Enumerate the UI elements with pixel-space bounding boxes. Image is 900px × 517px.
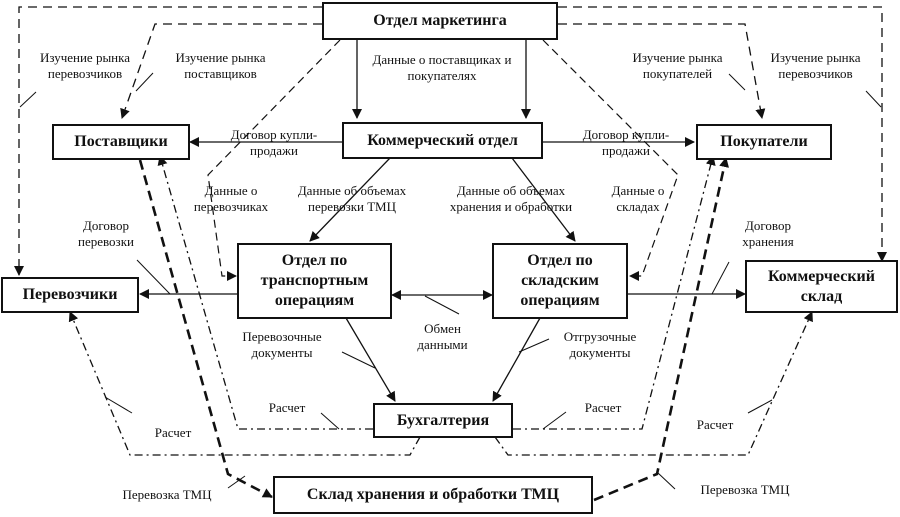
node-commercial-warehouse-label: Коммерческий склад: [768, 267, 875, 305]
label-transport-contract: Договор перевозки: [78, 218, 134, 249]
label-study-carriers-left: Изучение рынка перевозчиков: [39, 50, 131, 81]
node-storage-warehouse[interactable]: Склад хранения и обработки ТМЦ: [273, 476, 593, 514]
node-transport-dept-label: Отдел по транспортным операциям: [260, 252, 369, 309]
goods-suppliers-to-storage: [138, 159, 273, 499]
label-data-exchange: Обмен данными: [417, 321, 468, 352]
dashed-marketing-to-carriers: [14, 6, 322, 276]
settlement-accounting-to-carriers: [68, 311, 421, 456]
node-accounting-label: Бухгалтерия: [396, 411, 490, 429]
node-buyers-label: Покупатели: [720, 133, 808, 150]
tick-settlement-4: [747, 399, 773, 414]
label-data-warehouses: Данные о складах: [611, 183, 665, 214]
label-transport-goods-left: Перевозка ТМЦ: [122, 487, 212, 502]
label-settlement-2: Расчет: [268, 400, 306, 415]
node-commercial-warehouse[interactable]: Коммерческий склад: [745, 260, 898, 313]
arrow-transport-to-accounting: [345, 317, 396, 402]
label-transport-goods-right: Перевозка ТМЦ: [700, 482, 790, 497]
label-data-transport-volume: Данные об объемах перевозки ТМЦ: [297, 183, 407, 214]
goods-storage-to-buyers: [593, 157, 729, 502]
node-commercial-label: Коммерческий отдел: [367, 131, 518, 149]
node-suppliers[interactable]: Поставщики: [52, 124, 190, 160]
tick-transport-goods-left: [227, 475, 246, 489]
dashed-marketing-to-suppliers: [120, 23, 322, 119]
arrow-commercial-to-warehouse-ops: [511, 157, 576, 242]
node-storage-warehouse-label: Склад хранения и обработки ТМЦ: [306, 486, 560, 503]
label-study-buyers: Изучение рынка покупателей: [632, 50, 723, 81]
label-study-carriers-right: Изучение рынка перевозчиков: [770, 50, 861, 81]
label-data-carriers: Данные о перевозчиках: [193, 183, 269, 214]
dashed-marketing-to-warehouse-ops: [542, 39, 679, 281]
node-marketing-label: Отдел маркетинга: [373, 12, 507, 29]
node-warehouse-ops-dept-label: Отдел по складским операциям: [520, 252, 600, 309]
node-buyers[interactable]: Покупатели: [696, 124, 832, 160]
node-commercial[interactable]: Коммерческий отдел: [342, 122, 543, 159]
node-carriers[interactable]: Перевозчики: [1, 277, 139, 313]
tick-study-suppliers: [135, 72, 154, 92]
tick-shipping-docs: [518, 338, 550, 353]
tick-transport-goods-right: [657, 472, 676, 490]
label-settlement-3: Расчет: [584, 400, 622, 415]
tick-settlement-3: [542, 411, 567, 430]
arrow-warehouse-ops-to-accounting: [492, 317, 541, 402]
arrow-commercial-to-transport: [309, 157, 391, 242]
settlement-accounting-to-suppliers: [157, 155, 373, 430]
label-storage-contract: Договор хранения: [742, 218, 794, 249]
label-sale-contract-right: Договор купли-продажи: [582, 127, 670, 158]
node-warehouse-ops-dept[interactable]: Отдел по складским операциям: [492, 243, 628, 319]
tick-settlement-1: [104, 396, 133, 414]
tick-study-carriers-right: [865, 90, 882, 108]
label-data-storage-volume: Данные об объемах хранения и обработки: [449, 183, 573, 214]
label-shipping-docs: Отгрузочные документы: [563, 329, 637, 360]
node-marketing[interactable]: Отдел маркетинга: [322, 2, 558, 40]
label-settlement-4: Расчет: [696, 417, 734, 432]
settlement-accounting-to-buyers: [513, 155, 716, 430]
node-carriers-label: Перевозчики: [22, 286, 118, 303]
tick-study-carriers-left: [19, 91, 37, 108]
node-suppliers-label: Поставщики: [74, 133, 168, 150]
label-settlement-1: Расчет: [154, 425, 192, 440]
tick-settlement-2: [320, 412, 340, 430]
tick-transport-contract: [136, 259, 171, 295]
tick-data-exchange: [424, 295, 460, 315]
label-data-suppliers-buyers: Данные о поставщиках и покупателях: [372, 52, 512, 83]
label-study-suppliers: Изучение рынка поставщиков: [175, 50, 266, 81]
dashed-marketing-to-commercial-warehouse: [558, 6, 887, 262]
label-transport-docs: Перевозочные документы: [242, 329, 322, 360]
dashed-marketing-to-transport: [207, 39, 341, 281]
label-sale-contract-left: Договор купли-продажи: [230, 127, 318, 158]
tick-study-buyers: [728, 73, 746, 91]
node-transport-dept[interactable]: Отдел по транспортным операциям: [237, 243, 392, 319]
tick-storage-contract: [711, 261, 730, 295]
dashed-marketing-to-buyers: [558, 23, 766, 119]
node-accounting[interactable]: Бухгалтерия: [373, 403, 513, 438]
tick-transport-docs: [341, 351, 376, 369]
